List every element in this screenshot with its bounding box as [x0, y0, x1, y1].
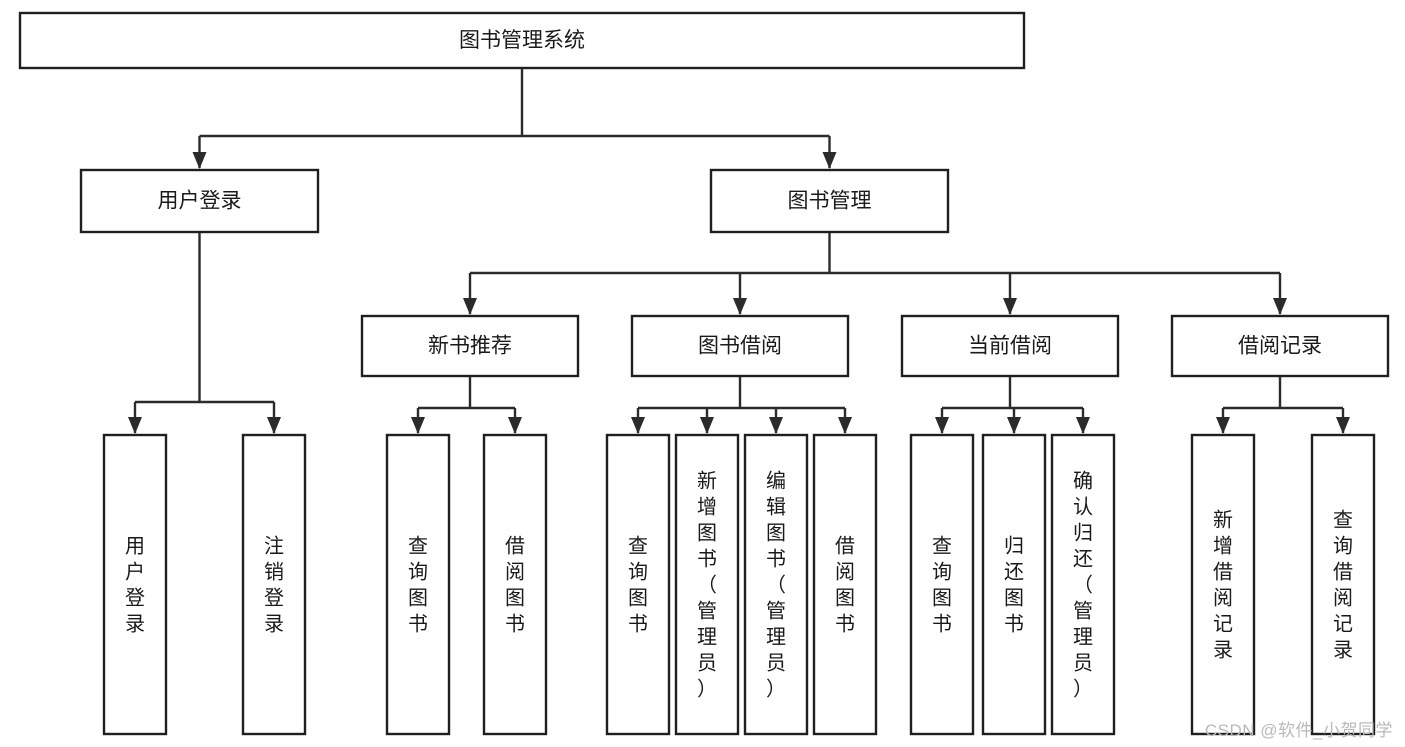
node-leaf-0[interactable]: 用户登录	[102, 433, 168, 736]
arrow-head-icon	[463, 298, 477, 315]
node-label: 归还图书	[1004, 535, 1024, 636]
node-l2-1[interactable]: 图书管理	[709, 168, 950, 234]
arrow-head-icon	[935, 417, 949, 434]
node-leaf-7[interactable]: 借阅图书	[812, 433, 878, 736]
node-label: 查询借阅记录	[1333, 509, 1353, 662]
arrow-head-icon	[1076, 417, 1090, 434]
node-label: 借阅图书	[835, 535, 855, 636]
node-label: 用户登录	[158, 190, 242, 213]
node-label: 图书管理	[788, 190, 872, 213]
node-label: 查询图书	[932, 535, 952, 636]
node-box[interactable]	[241, 433, 307, 736]
csdn-watermark: CSDN @软件_小贺同学	[1204, 721, 1393, 740]
arrow-head-icon	[1273, 298, 1287, 315]
node-box[interactable]	[674, 433, 740, 736]
node-label: 当前借阅	[968, 335, 1052, 358]
node-label: 新增借阅记录	[1213, 509, 1233, 662]
node-leaf-8[interactable]: 查询图书	[909, 433, 975, 736]
node-label: 查询图书	[628, 535, 648, 636]
node-box[interactable]	[79, 168, 320, 234]
node-l3-3[interactable]: 借阅记录	[1170, 314, 1390, 378]
node-label: 新书推荐	[428, 335, 512, 358]
node-leaf-2[interactable]: 查询图书	[385, 433, 451, 736]
node-label: 注销登录	[264, 535, 284, 636]
arrow-head-icon	[128, 417, 142, 434]
node-box[interactable]	[1310, 433, 1376, 736]
node-box[interactable]	[709, 168, 950, 234]
arrow-head-icon	[267, 417, 281, 434]
node-label: 借阅图书	[505, 535, 525, 636]
node-l3-1[interactable]: 图书借阅	[630, 314, 850, 378]
node-leaf-4[interactable]: 查询图书	[605, 433, 671, 736]
node-root-0[interactable]: 图书管理系统	[18, 11, 1026, 70]
node-box[interactable]	[1190, 433, 1256, 736]
arrow-head-icon	[1007, 417, 1021, 434]
arrow-head-icon	[508, 417, 522, 434]
node-box[interactable]	[900, 314, 1120, 378]
node-box[interactable]	[102, 433, 168, 736]
node-leaf-5[interactable]: 新增图书（管理员）	[674, 433, 740, 736]
node-box[interactable]	[1050, 433, 1116, 736]
node-l2-0[interactable]: 用户登录	[79, 168, 320, 234]
node-leaf-9[interactable]: 归还图书	[981, 433, 1047, 736]
arrow-head-icon	[1336, 417, 1350, 434]
node-box[interactable]	[605, 433, 671, 736]
node-label: 新增图书（管理员）	[697, 470, 717, 701]
arrow-head-icon	[1216, 417, 1230, 434]
node-box[interactable]	[482, 433, 548, 736]
node-label: 图书借阅	[698, 335, 782, 358]
arrow-head-icon	[733, 298, 747, 315]
node-box[interactable]	[385, 433, 451, 736]
arrow-head-icon	[192, 152, 207, 169]
node-leaf-1[interactable]: 注销登录	[241, 433, 307, 736]
node-box[interactable]	[1170, 314, 1390, 378]
node-box[interactable]	[360, 314, 580, 378]
node-box[interactable]	[909, 433, 975, 736]
node-box[interactable]	[981, 433, 1047, 736]
connector-layer	[128, 68, 1350, 434]
node-leaf-10[interactable]: 确认归还（管理员）	[1050, 433, 1116, 736]
node-label: 编辑图书（管理员）	[766, 470, 786, 701]
node-label: 查询图书	[408, 535, 428, 636]
node-leaf-3[interactable]: 借阅图书	[482, 433, 548, 736]
node-box[interactable]	[812, 433, 878, 736]
node-l3-0[interactable]: 新书推荐	[360, 314, 580, 378]
node-label: 图书管理系统	[459, 29, 585, 52]
node-label: 借阅记录	[1238, 335, 1322, 358]
node-layer: 图书管理系统用户登录图书管理新书推荐图书借阅当前借阅借阅记录用户登录注销登录查询…	[18, 11, 1390, 736]
arrow-head-icon	[631, 417, 645, 434]
node-label: 用户登录	[125, 536, 145, 636]
node-box[interactable]	[743, 433, 809, 736]
arrow-head-icon	[769, 417, 783, 434]
node-box[interactable]	[630, 314, 850, 378]
node-label: 确认归还（管理员）	[1073, 470, 1093, 701]
node-box[interactable]	[18, 11, 1026, 70]
arrow-head-icon	[411, 417, 425, 434]
node-leaf-6[interactable]: 编辑图书（管理员）	[743, 433, 809, 736]
arrow-head-icon	[1003, 298, 1017, 315]
arrow-head-icon	[700, 417, 714, 434]
node-leaf-12[interactable]: 查询借阅记录	[1310, 433, 1376, 736]
node-l3-2[interactable]: 当前借阅	[900, 314, 1120, 378]
node-leaf-11[interactable]: 新增借阅记录	[1190, 433, 1256, 736]
arrow-head-icon	[838, 417, 852, 434]
arrow-head-icon	[822, 152, 837, 169]
